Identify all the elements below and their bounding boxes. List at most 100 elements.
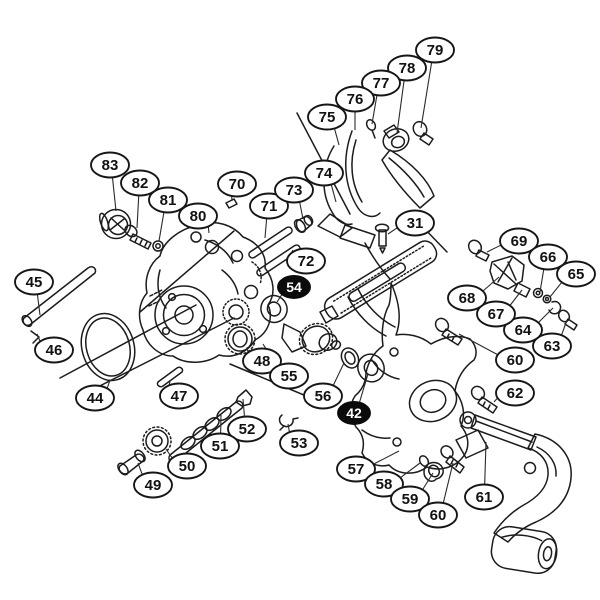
callout-55: 55: [269, 362, 309, 390]
leader-line-68: [482, 276, 500, 292]
callout-bubble-73: [274, 176, 314, 204]
callout-bubble-55: [269, 362, 309, 390]
part-drawing-rotor-body: [350, 282, 489, 474]
callout-51: 51: [200, 432, 240, 460]
callout-61: 61: [464, 483, 504, 511]
reel-drawing: [21, 112, 578, 575]
leader-line-66: [539, 269, 545, 293]
callout-bubble-45: [14, 268, 54, 296]
leader-line-77: [371, 95, 378, 125]
callout-72: 72: [286, 247, 326, 275]
callout-56: 56: [303, 382, 343, 410]
callout-number-76: 76: [347, 91, 364, 108]
callout-number-47: 47: [171, 388, 188, 405]
callout-number-56: 56: [315, 388, 332, 405]
callout-number-49: 49: [145, 477, 162, 494]
callout-bubble-59: [390, 485, 430, 513]
callout-bubble-42: [337, 401, 371, 425]
callout-number-68: 68: [459, 290, 476, 307]
callout-number-69: 69: [511, 233, 528, 250]
callout-62: 62: [495, 379, 535, 407]
callout-number-81: 81: [160, 192, 177, 209]
callout-67: 67: [476, 300, 516, 328]
leader-line-52: [242, 398, 246, 417]
callout-bubble-66: [528, 243, 568, 271]
callout-number-55: 55: [281, 368, 298, 385]
part-drawing-pin47: [156, 366, 184, 388]
callout-bubble-79: [415, 36, 455, 64]
callout-69: 69: [499, 227, 539, 255]
part-drawing-handle: [459, 411, 572, 575]
callout-65: 65: [556, 260, 596, 288]
leader-line-82: [136, 195, 140, 229]
callout-81: 81: [148, 186, 188, 214]
leader-line-73: [299, 201, 304, 220]
callout-60: 60: [495, 346, 535, 374]
callout-number-46: 46: [46, 342, 63, 359]
callout-64: 64: [503, 316, 543, 344]
callout-number-75: 75: [319, 109, 336, 126]
callout-bubble-75: [307, 103, 347, 131]
leader-line-64: [537, 307, 554, 323]
leader-line-61: [484, 441, 487, 485]
callout-number-53: 53: [291, 435, 308, 452]
leader-line-75: [333, 128, 340, 146]
callout-number-52: 52: [239, 421, 256, 438]
part-drawing-gear-train: [224, 294, 385, 383]
leader-line-78: [396, 80, 405, 134]
part-drawing-pin70: [225, 198, 238, 209]
leader-line-46: [36, 333, 41, 342]
callout-number-65: 65: [568, 266, 585, 283]
callout-bubble-56: [303, 382, 343, 410]
callout-46: 46: [34, 336, 74, 364]
callout-bubble-67: [476, 300, 516, 328]
callout-bubble-60: [418, 501, 458, 529]
callout-number-60: 60: [430, 507, 447, 524]
callout-bubble-72: [286, 247, 326, 275]
callout-bubble-82: [120, 169, 160, 197]
leader-line-57: [373, 450, 400, 465]
leader-line-53: [287, 423, 291, 433]
callout-bubble-53: [279, 429, 319, 457]
callout-68: 68: [447, 284, 487, 312]
callout-bubble-81: [148, 186, 188, 214]
callout-bubble-52: [227, 415, 267, 443]
callout-bubble-49: [133, 471, 173, 499]
part-drawing-main-housing: [138, 221, 274, 363]
callout-48: 48: [242, 347, 282, 375]
callout-66: 66: [528, 243, 568, 271]
callout-bubble-69: [499, 227, 539, 255]
callout-bubble-62: [495, 379, 535, 407]
callout-number-45: 45: [26, 274, 43, 291]
callout-52: 52: [227, 415, 267, 443]
callout-83: 83: [90, 151, 130, 179]
callout-number-60: 60: [507, 352, 524, 369]
callout-bubble-64: [503, 316, 543, 344]
callout-number-67: 67: [488, 306, 505, 323]
callout-number-58: 58: [376, 476, 393, 493]
callout-number-73: 73: [286, 182, 303, 199]
callout-bubble-31: [395, 209, 435, 237]
leader-line-45: [36, 294, 41, 316]
leader-line-65: [549, 281, 563, 298]
callout-58: 58: [364, 470, 404, 498]
callout-45: 45: [14, 268, 54, 296]
callout-78: 78: [387, 54, 427, 82]
callout-bubble-46: [34, 336, 74, 364]
callout-47: 47: [159, 382, 199, 410]
part-drawing-ring: [80, 312, 136, 382]
callout-54-filled: 54: [277, 275, 311, 299]
callout-bubble-80: [178, 202, 218, 230]
leader-line-79: [420, 62, 433, 129]
callout-number-62: 62: [507, 385, 524, 402]
callout-bubble-61: [464, 483, 504, 511]
callout-number-61: 61: [476, 489, 493, 506]
callout-number-71: 71: [261, 198, 278, 215]
leader-line-42: [358, 373, 369, 403]
leader-lines: [36, 62, 568, 504]
leader-line-49: [137, 462, 143, 475]
leader-line-50: [165, 448, 173, 459]
